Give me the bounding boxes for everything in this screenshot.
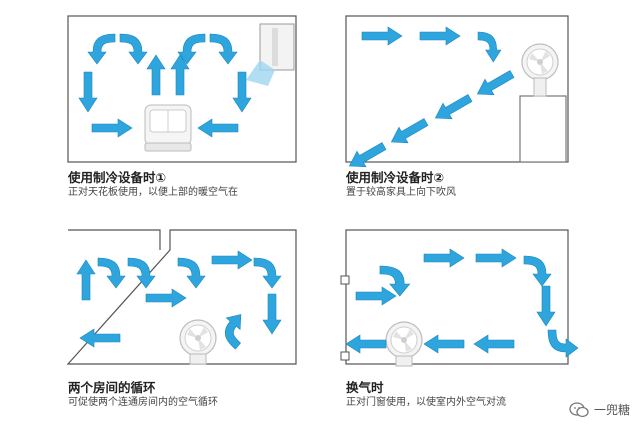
arrow <box>361 26 403 46</box>
arrow <box>91 118 133 138</box>
room-outline <box>67 15 297 163</box>
arrow <box>523 255 552 287</box>
tall-furniture <box>519 95 567 163</box>
panel-1-scene <box>67 15 297 163</box>
arrow <box>345 334 387 354</box>
panel-2-subtitle: 置于较高家具上向下吹风 <box>346 187 456 198</box>
arrow <box>262 293 282 335</box>
arrow <box>423 248 465 268</box>
panel-2-caption: 使用制冷设备时② 置于较高家具上向下吹风 <box>346 170 456 200</box>
panel-4-caption: 换气时 正对门窗使用，以使室内外空气对流 <box>346 380 506 410</box>
arrow <box>419 26 461 46</box>
panel-3-title: 两个房间的循环 <box>68 380 156 395</box>
room-outline <box>345 229 569 365</box>
arrow <box>386 113 431 151</box>
arrow <box>197 118 239 138</box>
wechat-icon <box>569 401 589 417</box>
arrow <box>76 259 96 301</box>
arrow <box>119 33 148 65</box>
arrow <box>78 71 98 113</box>
arrow <box>177 257 206 289</box>
window-marker <box>340 351 350 361</box>
panel-4-subtitle: 正对门窗使用，以使室内外空气对流 <box>346 397 506 408</box>
watermark-text: 一兜糖 <box>593 403 630 417</box>
arrow <box>477 31 502 63</box>
panel-2-scene <box>344 15 569 175</box>
arrow <box>146 54 166 96</box>
arrow <box>214 308 256 350</box>
panel-1-subtitle: 正对天花板使用，以便上部的暖空气在 <box>68 187 238 198</box>
fan-device <box>179 319 217 365</box>
fan-device <box>144 104 192 152</box>
air-conditioner <box>246 23 295 86</box>
fan-device <box>521 43 559 97</box>
arrow <box>344 137 389 175</box>
panel-1-caption: 使用制冷设备时① 正对天花板使用，以便上部的暖空气在 <box>68 170 238 200</box>
panel-1-title: 使用制冷设备时① <box>68 170 167 185</box>
arrow <box>97 257 126 289</box>
panel-2-title: 使用制冷设备时② <box>346 170 445 185</box>
panel-3-scene <box>66 229 297 365</box>
arrow <box>536 285 556 327</box>
watermark: 一兜糖 <box>569 401 630 418</box>
arrow <box>145 288 187 308</box>
arrow <box>423 334 465 354</box>
arrow <box>547 329 579 358</box>
arrow <box>472 65 517 103</box>
panel-4-scene <box>340 229 579 367</box>
two-room-outline <box>66 229 297 365</box>
arrow <box>87 33 116 65</box>
arrow <box>430 89 475 127</box>
fan-device <box>385 321 423 367</box>
panel-3-subtitle: 可促使两个连通房间内的空气循环 <box>68 397 218 408</box>
panel-3-caption: 两个房间的循环 可促使两个连通房间内的空气循环 <box>68 380 218 410</box>
arrow <box>253 257 282 289</box>
room-outline <box>345 15 569 163</box>
arrow <box>355 286 397 306</box>
arrow <box>473 334 515 354</box>
panel-4-title: 换气时 <box>346 380 384 395</box>
arrow <box>475 248 517 268</box>
window-marker <box>340 275 350 285</box>
arrow <box>127 257 156 289</box>
arrow <box>211 250 253 270</box>
arrow <box>209 33 238 65</box>
